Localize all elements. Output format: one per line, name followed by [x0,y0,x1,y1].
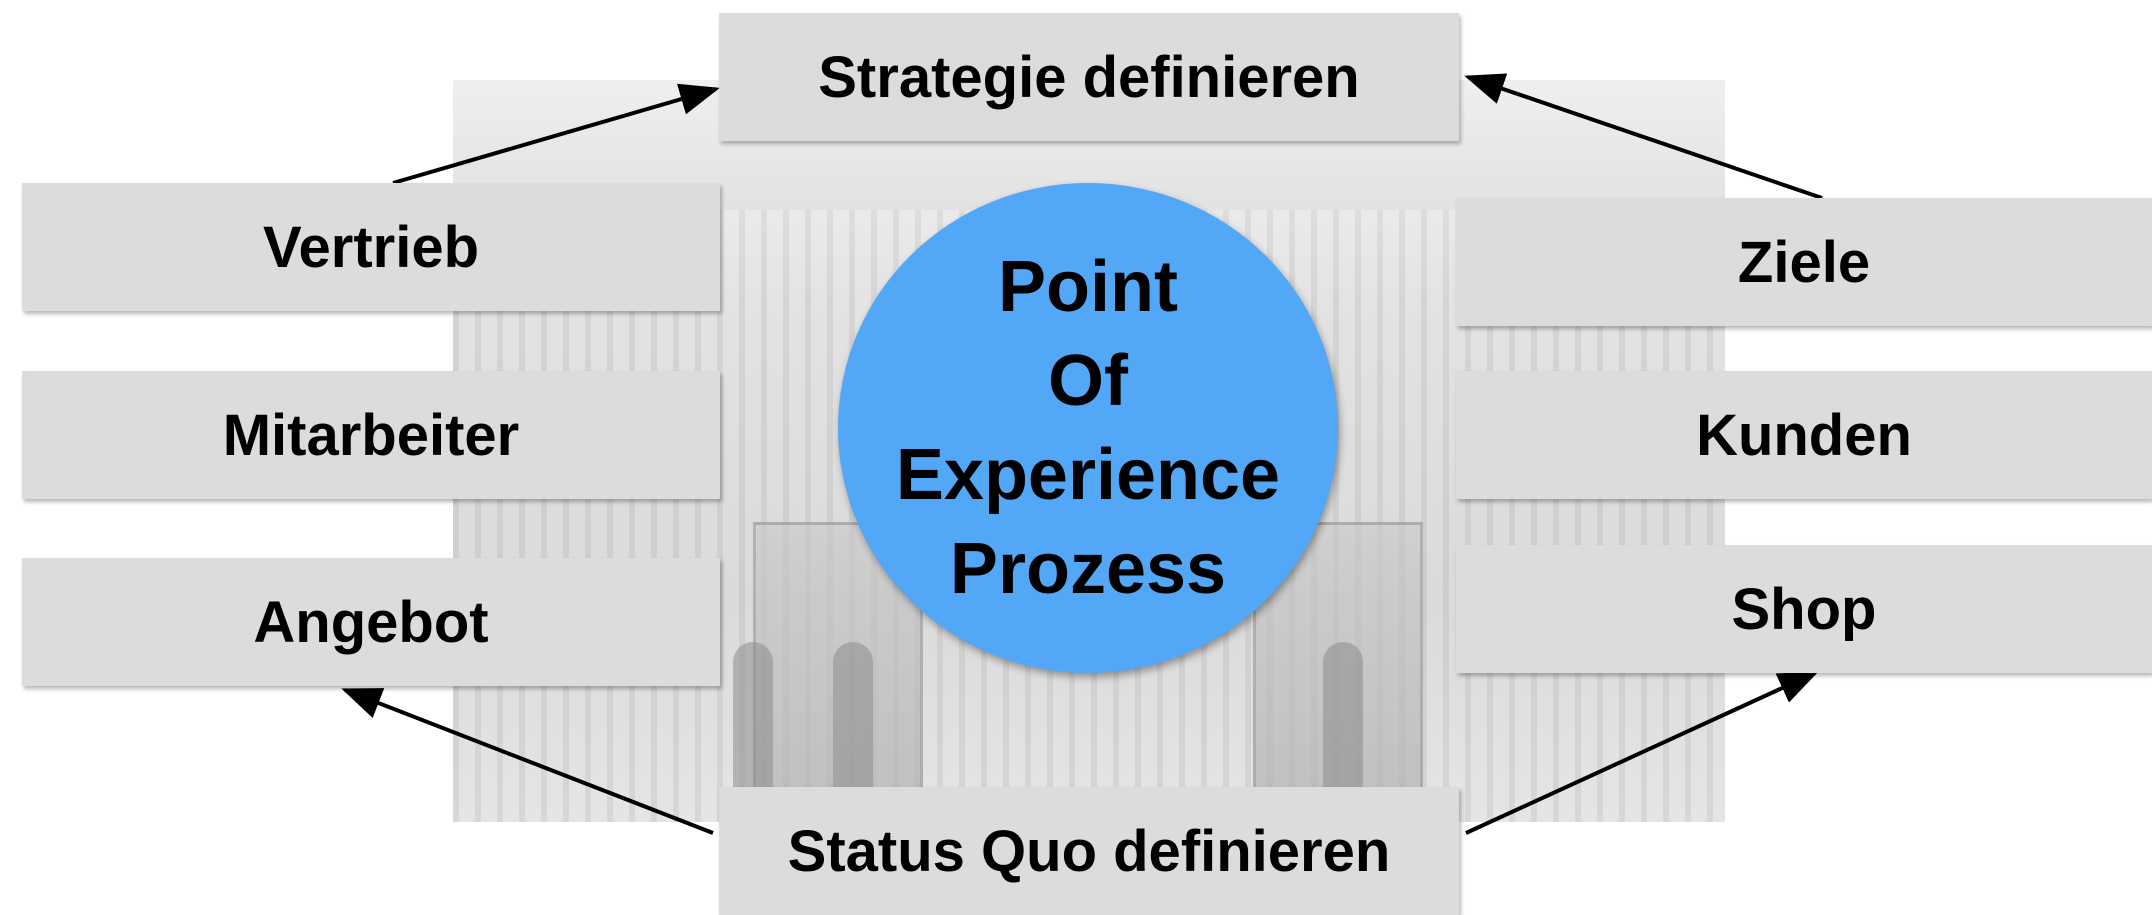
center-circle: Point Of Experience Prozess [838,183,1338,673]
ziele-box: Ziele [1456,198,2152,326]
vertrieb-box: Vertrieb [22,183,720,311]
center-line-1: Point [998,247,1178,327]
mitarbeiter-box: Mitarbeiter [22,371,720,499]
angebot-box: Angebot [22,558,720,686]
kunden-box: Kunden [1456,371,2152,499]
photo-person-2 [833,642,873,792]
shop-box: Shop [1456,545,2152,673]
photo-person-3 [1323,642,1363,792]
center-line-4: Prozess [949,529,1227,609]
status-quo-box: Status Quo definieren [719,787,1459,915]
center-line-3: Experience [895,435,1281,515]
center-line-2: Of [1048,341,1128,421]
strategie-box: Strategie definieren [719,13,1459,141]
photo-person-1 [733,642,773,792]
